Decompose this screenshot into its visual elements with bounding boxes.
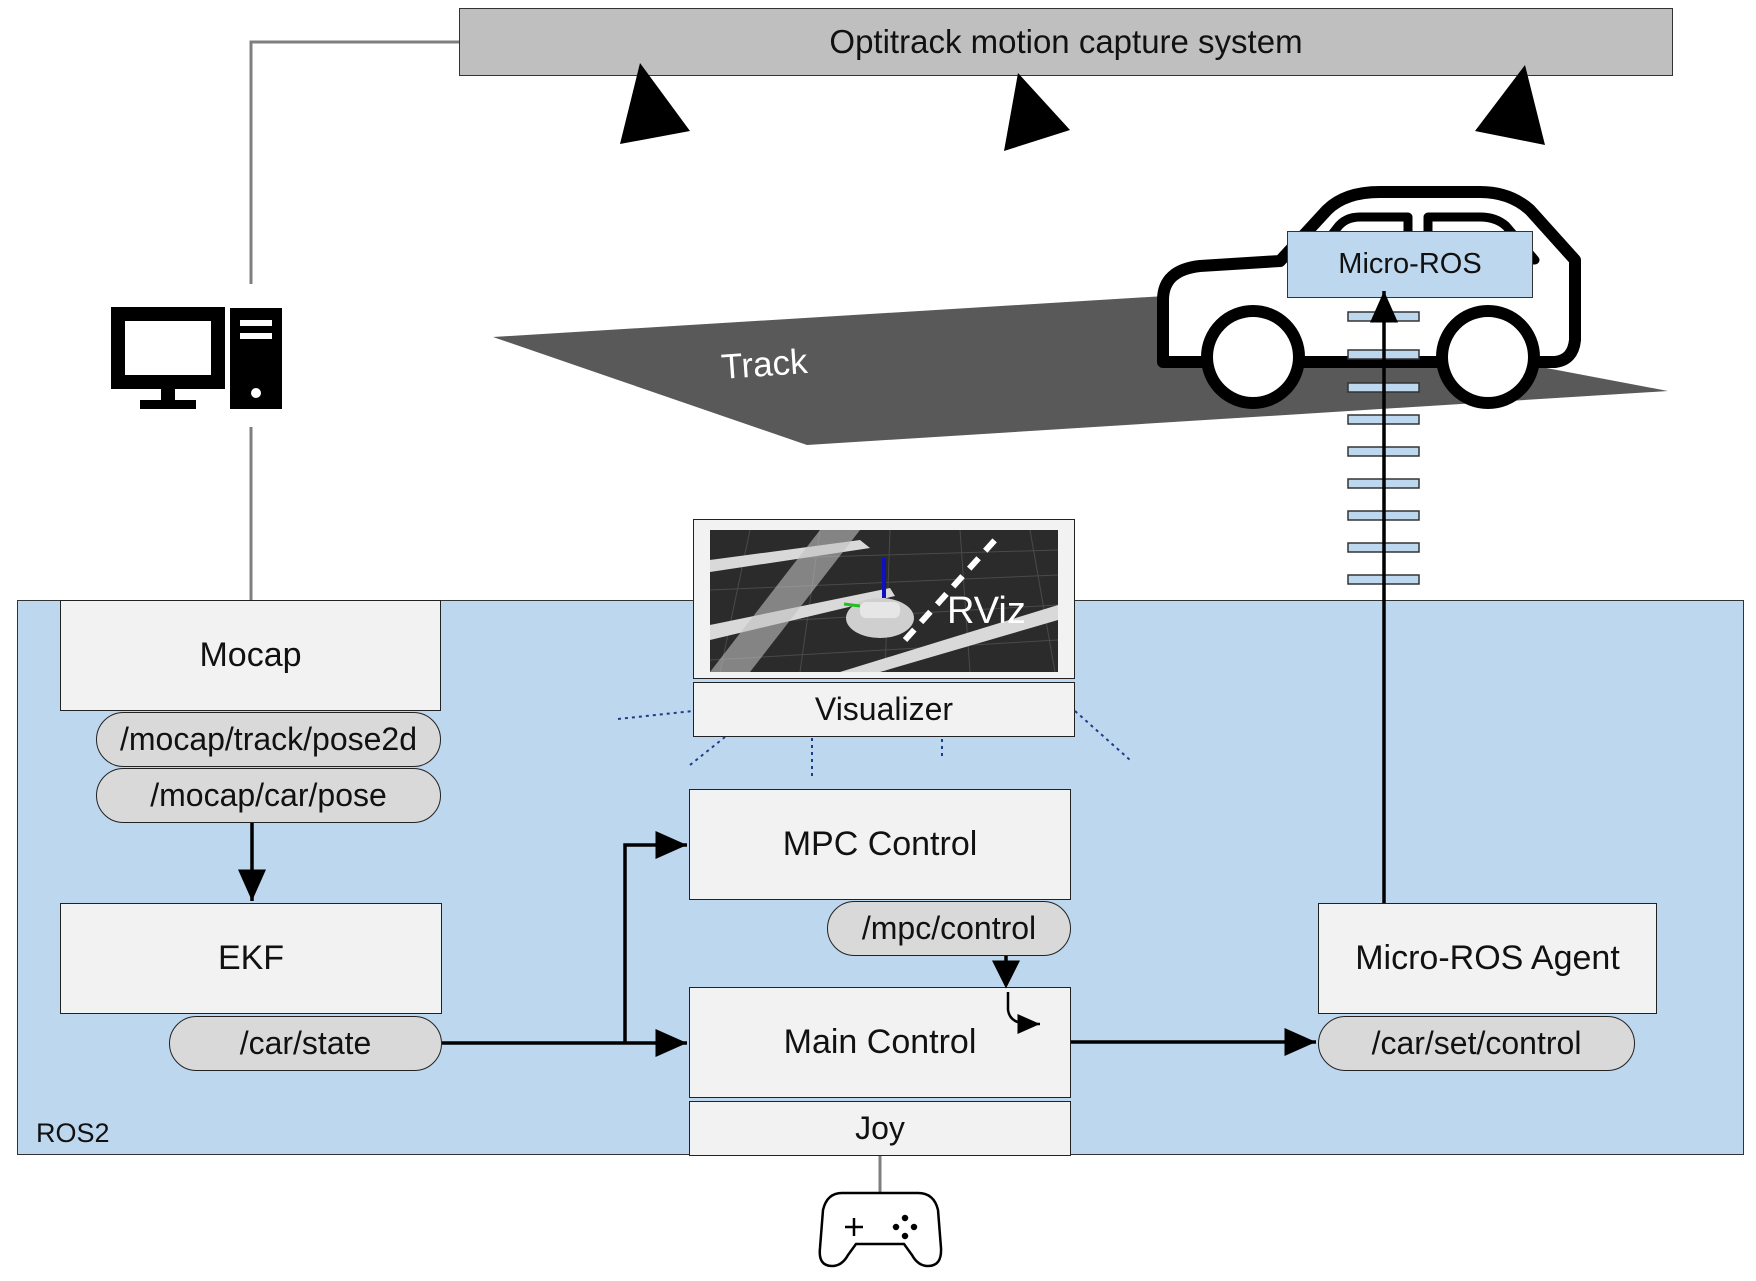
main-control-node: Main Control (689, 987, 1071, 1098)
gamepad-icon (818, 1191, 943, 1268)
joy-node-label: Joy (855, 1110, 905, 1146)
arrow-state-to-mpc (623, 831, 687, 1043)
rviz-panel: RViz (693, 519, 1075, 679)
micro-ros-label: Micro-ROS (1338, 248, 1482, 280)
topic-label: /mpc/control (861, 910, 1037, 946)
topic-label: /mocap/car/pose (150, 777, 387, 813)
topic-label: /mocap/track/pose2d (119, 721, 418, 757)
track-surface (493, 296, 1668, 445)
topic-label: /car/set/control (1371, 1025, 1582, 1061)
topic-mpc-control: /mpc/control (827, 901, 1071, 956)
mocap-node-label: Mocap (199, 636, 302, 674)
visualizer-node: Visualizer (693, 682, 1075, 737)
micro-ros-agent-node-label: Micro-ROS Agent (1355, 939, 1620, 977)
camera-icon (1004, 73, 1070, 151)
main-control-node-label: Main Control (783, 1023, 977, 1061)
joy-node: Joy (689, 1101, 1071, 1156)
mpc-control-node: MPC Control (689, 789, 1071, 900)
rviz-car (846, 598, 914, 638)
computer-icon (111, 307, 282, 409)
mocap-cable (249, 40, 459, 284)
ekf-node-label: EKF (217, 939, 285, 977)
mpc-control-node-label: MPC Control (782, 825, 978, 863)
ros2-label: ROS2 (36, 1118, 110, 1148)
micro-ros-box: Micro-ROS (1287, 231, 1533, 298)
micro-ros-agent-node: Micro-ROS Agent (1318, 903, 1657, 1014)
rviz-viewport (710, 530, 1058, 672)
mocap-node: Mocap (60, 600, 441, 711)
visualizer-node-label: Visualizer (814, 691, 954, 727)
topic-car-set-control: /car/set/control (1318, 1016, 1635, 1071)
rviz-label: RViz (947, 590, 1026, 632)
topic-car-state: /car/state (169, 1016, 442, 1071)
topic-mocap-track-pose2d: /mocap/track/pose2d (96, 712, 441, 767)
topic-label: /car/state (239, 1025, 372, 1061)
camera-icon (620, 63, 690, 144)
visualizer-subscriptions (617, 710, 1131, 776)
ekf-node: EKF (60, 903, 442, 1014)
topic-mocap-car-pose: /mocap/car/pose (96, 768, 441, 823)
optitrack-system-bar: Optitrack motion capture system (459, 8, 1673, 76)
mpc-merge-arrow (1006, 992, 1040, 1034)
camera-icon (1475, 65, 1545, 145)
optitrack-label: Optitrack motion capture system (829, 23, 1303, 60)
